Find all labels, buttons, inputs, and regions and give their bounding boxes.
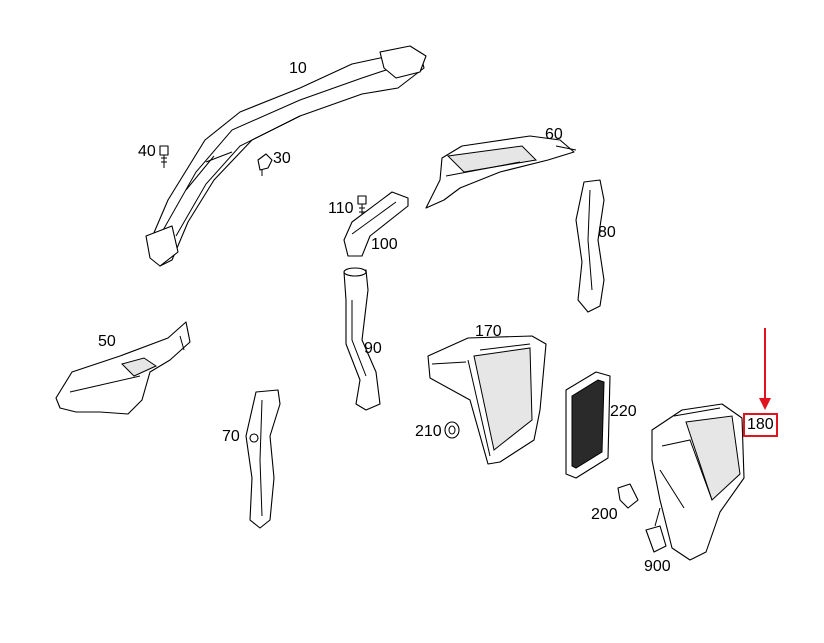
part-200-bracket — [617, 483, 639, 509]
part-210-grommet — [444, 421, 460, 439]
callout-90: 90 — [364, 340, 382, 357]
callout-220: 220 — [610, 403, 637, 420]
callout-70: 70 — [222, 428, 240, 445]
part-40-screw — [159, 145, 169, 168]
part-900-sensor — [645, 507, 667, 553]
part-180-housing — [651, 403, 745, 561]
part-70-duct — [245, 389, 281, 529]
part-10-duct — [145, 45, 427, 267]
part-60-duct — [425, 135, 577, 209]
callout-110: 110 — [328, 200, 354, 217]
callout-200: 200 — [591, 506, 618, 523]
callout-80: 80 — [598, 224, 616, 241]
callout-10: 10 — [289, 60, 307, 77]
callout-210: 210 — [415, 423, 442, 440]
part-30-clip — [257, 153, 273, 176]
callout-40: 40 — [138, 143, 156, 160]
callout-60: 60 — [545, 126, 563, 143]
part-170-housing — [427, 335, 547, 465]
part-220-filter — [565, 371, 611, 479]
callout-100: 100 — [371, 236, 398, 253]
callout-180-highlighted: 180 — [743, 413, 778, 437]
callout-50: 50 — [98, 333, 116, 350]
part-100-connector — [343, 191, 409, 257]
highlight-arrow — [759, 328, 771, 410]
callout-170: 170 — [475, 323, 502, 340]
callout-30: 30 — [273, 150, 291, 167]
part-90-hose — [343, 267, 381, 411]
part-50-panel — [55, 321, 191, 415]
callout-900: 900 — [644, 558, 671, 575]
part-80-duct — [575, 179, 605, 313]
